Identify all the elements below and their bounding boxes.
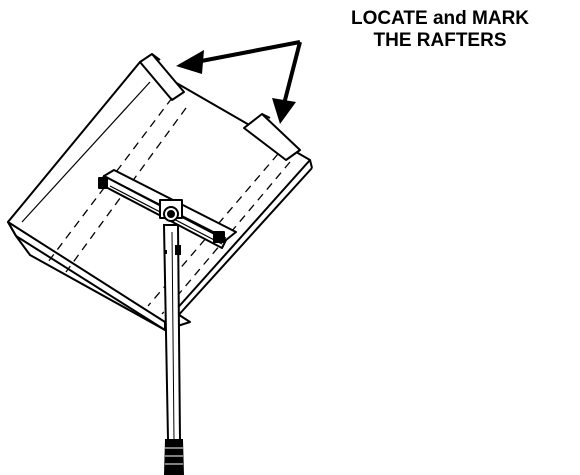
instruction-caption: LOCATE and MARK THE RAFTERS xyxy=(300,8,580,52)
caption-line-1: LOCATE and MARK xyxy=(350,8,530,29)
extension-pole xyxy=(162,224,185,475)
arrow-to-right-rafter xyxy=(272,41,302,124)
rafter-ridge-left xyxy=(139,53,185,101)
arrow-to-left-rafter xyxy=(176,40,301,74)
tool-head xyxy=(98,169,237,249)
arrowhead-icon xyxy=(272,98,296,124)
rafter-ridge-right xyxy=(243,113,301,161)
caption-line-2: THE RAFTERS xyxy=(373,30,507,51)
arrowhead-icon xyxy=(176,50,204,74)
